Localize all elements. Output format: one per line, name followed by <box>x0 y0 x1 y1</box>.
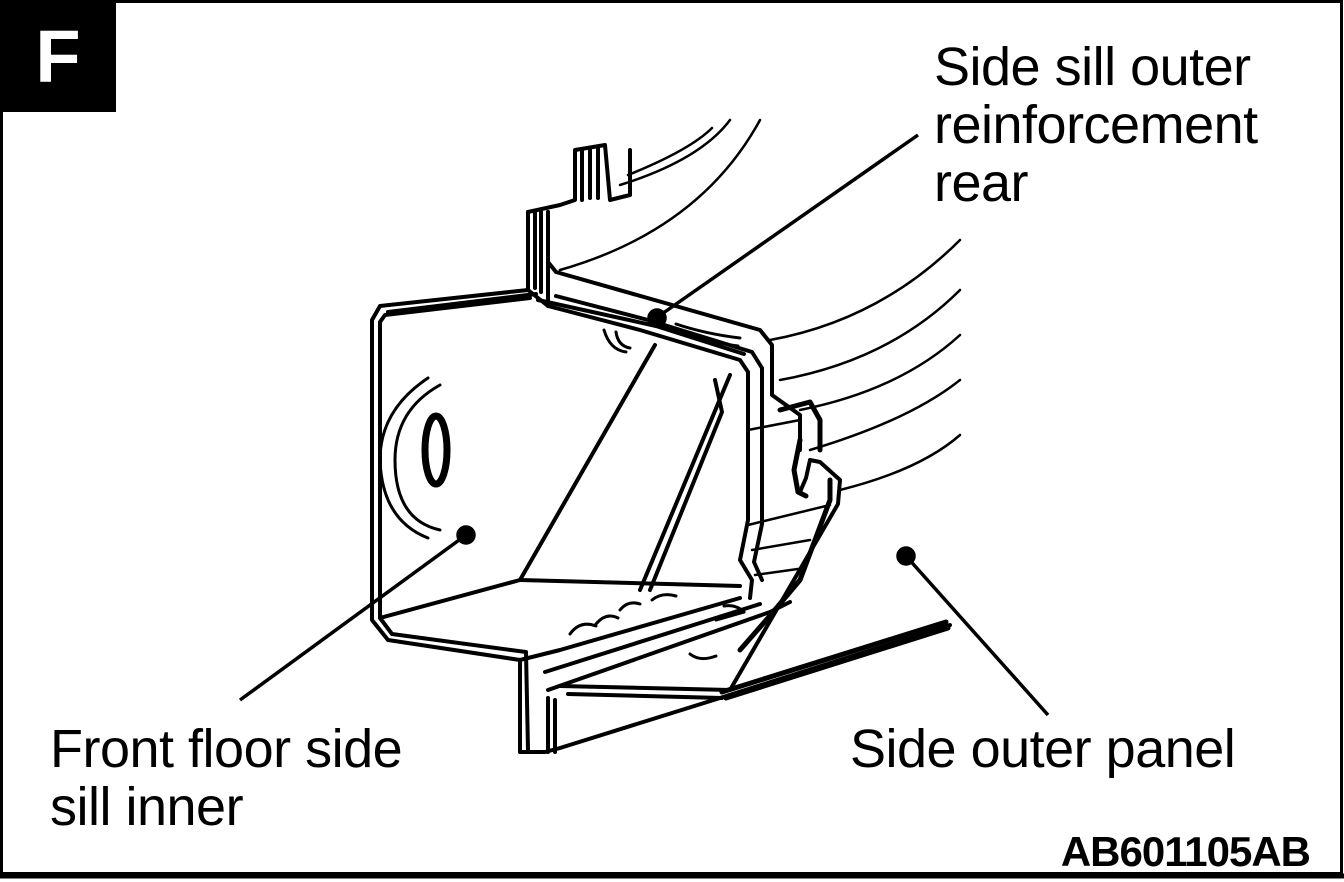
sill-hole-detail <box>378 322 746 661</box>
label-side-outer-panel: Side outer panel <box>850 719 1236 779</box>
sill-inner-body <box>370 288 952 754</box>
background-contour-lines <box>558 118 962 577</box>
section-badge: F <box>0 0 116 112</box>
side-outer-panel-edge <box>719 399 951 701</box>
leader-outer-panel <box>896 546 1050 717</box>
label-front-floor-side-sill-inner: Front floor side sill inner <box>50 719 403 837</box>
leader-sill-inner <box>238 525 476 702</box>
figure-code: AB601105AB <box>1060 828 1311 875</box>
label-side-sill-outer-reinforcement-rear: Side sill outer reinforcement rear <box>934 37 1258 213</box>
leader-reinforcement-rear <box>647 133 920 328</box>
